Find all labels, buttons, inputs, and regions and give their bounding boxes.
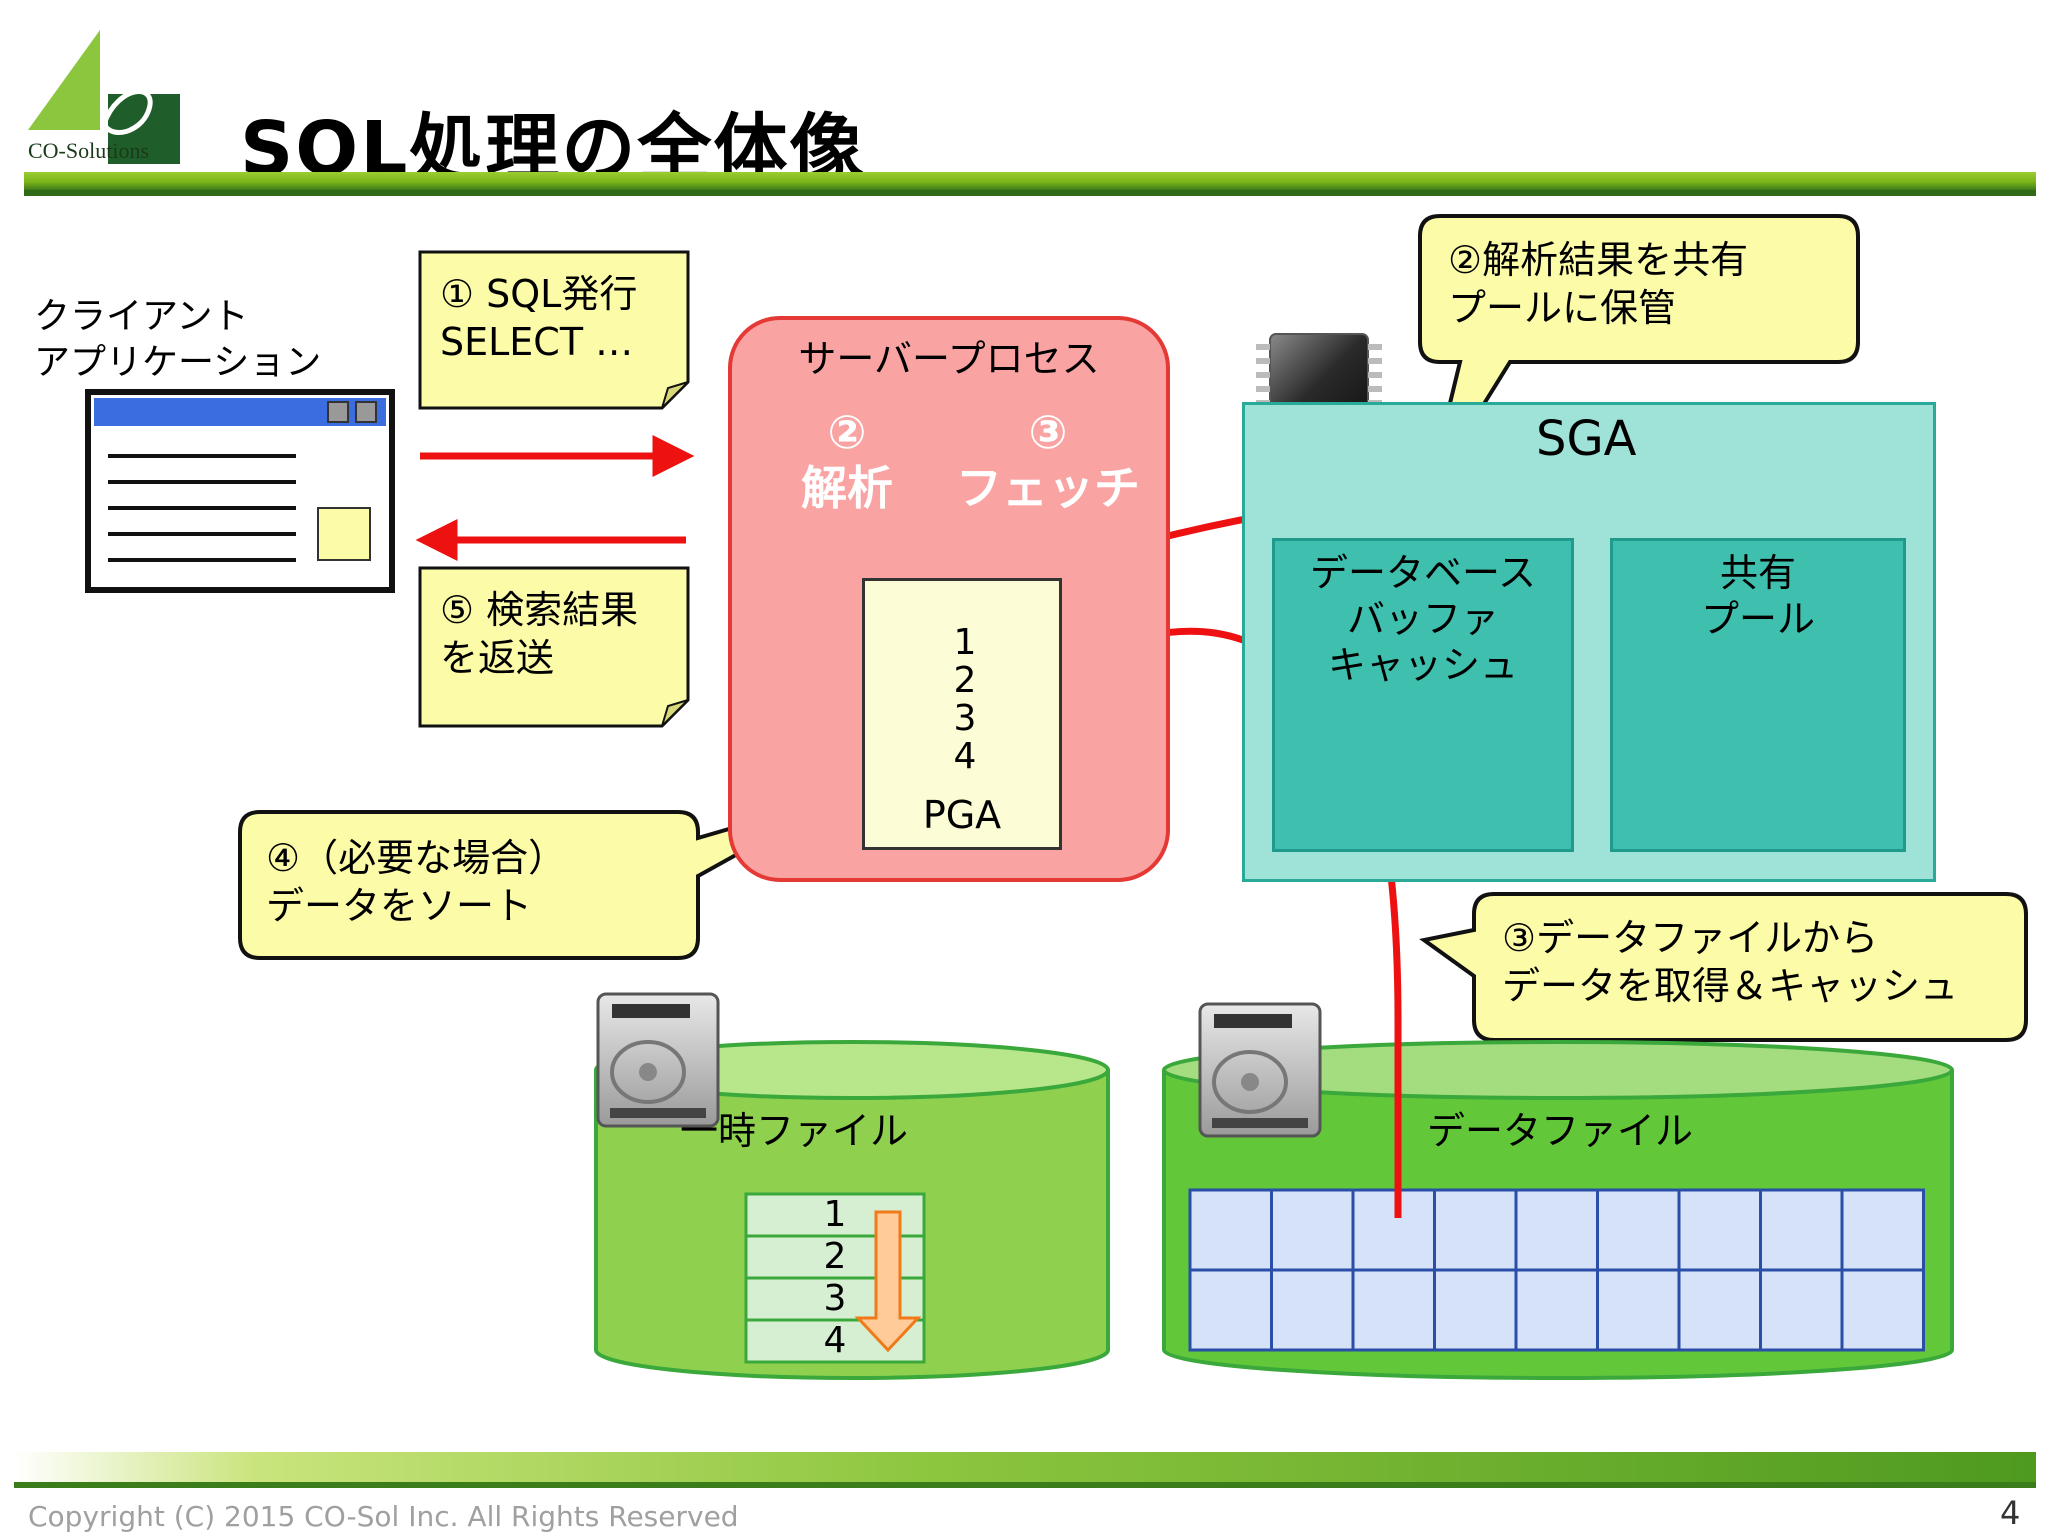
parse-callout-line2: プールに保管 (1448, 286, 1677, 330)
fetch-stage-number: ③ (1028, 405, 1068, 459)
temp-row: 3 (823, 1278, 847, 1319)
pga-row: 4 (953, 736, 977, 777)
data-block (1188, 1268, 1273, 1352)
copyright-text: Copyright (C) 2015 CO-Sol Inc. All Right… (28, 1500, 739, 1533)
shared-pool-label: 共有 プール (1610, 550, 1906, 642)
pga-row: 1 (953, 622, 977, 663)
data-block (1433, 1268, 1518, 1352)
temp-row: 4 (823, 1320, 847, 1361)
data-block (1351, 1268, 1436, 1352)
data-block (1433, 1188, 1518, 1272)
data-block (1270, 1268, 1355, 1352)
sort-callout-text: ④（必要な場合） データをソート (266, 834, 566, 930)
fetch-callout-bubble (1419, 892, 2028, 1042)
data-block (1840, 1188, 1925, 1272)
temp-row-numbers: 1 2 3 4 (790, 1194, 880, 1362)
return-note-line2: を返送 (440, 636, 555, 680)
data-block (1596, 1268, 1681, 1352)
footer-divider-line (14, 1482, 2036, 1488)
temp-row: 1 (823, 1194, 847, 1235)
client-label-line1: クライアント (34, 296, 249, 337)
temp-rows-graphic (744, 1192, 926, 1364)
sga-label: SGA (1536, 411, 1637, 467)
hard-disk-icon (596, 992, 720, 1128)
temp-sort-arrow-icon (854, 1210, 922, 1353)
fetch-stage: ③ フェッチ (948, 404, 1148, 516)
shared-pool-line2: プール (1700, 597, 1815, 641)
sort-callout-bubble (238, 794, 843, 960)
fetch-callout-line2: データを取得＆キャッシュ (1502, 964, 1959, 1008)
data-block (1514, 1188, 1599, 1272)
issue-note-line2: SELECT … (440, 320, 634, 364)
data-block (1188, 1188, 1273, 1272)
header-divider-shadow (24, 190, 2036, 196)
parse-stage-label: 解析 (801, 461, 893, 515)
logo-text: CO-Solutions (28, 138, 150, 163)
pga-label: PGA (922, 793, 1002, 837)
header-divider (24, 172, 2036, 190)
fetch-stage-label: フェッチ (956, 461, 1140, 515)
pga-box (862, 578, 1062, 850)
client-label-line2: アプリケーション (34, 342, 322, 383)
server-process-label: サーバープロセス (798, 337, 1100, 381)
db-buffer-cache-label: データベース バッファ キャッシュ (1272, 550, 1574, 688)
pga-row-numbers: 1 2 3 4 (920, 624, 1010, 776)
parse-stage-number: ② (827, 405, 867, 459)
footer-divider (14, 1452, 2036, 1482)
data-block (1677, 1188, 1762, 1272)
fetch-callout-text: ③データファイルから データを取得＆キャッシュ (1502, 914, 1958, 1010)
parse-stage: ② 解析 (772, 404, 922, 516)
issue-note-line1: ① SQL発行 (440, 272, 638, 316)
sort-callout-line1: ④（必要な場合） (266, 836, 567, 880)
issue-note (418, 250, 690, 410)
temp-file-label: 一時ファイル (679, 1109, 908, 1153)
parse-callout-text: ②解析結果を共有 プールに保管 (1448, 236, 1748, 332)
pga-row: 2 (953, 660, 977, 701)
logo-icon (28, 30, 180, 164)
temp-row: 2 (823, 1236, 847, 1277)
db-buffer-line1: データベース (1309, 551, 1537, 595)
shared-pool-box (1610, 538, 1906, 852)
issue-note-text: ① SQL発行 SELECT … (440, 270, 637, 366)
sort-callout-line2: データをソート (266, 884, 533, 928)
data-file-label: データファイル (1426, 1109, 1693, 1153)
db-buffer-line2: バッファ (1346, 597, 1499, 641)
data-block (1514, 1268, 1599, 1352)
pga-row: 3 (953, 698, 977, 739)
hard-disk-icon (1198, 1002, 1322, 1138)
return-note-line1: ⑤ 検索結果 (440, 588, 639, 632)
data-block (1759, 1268, 1844, 1352)
data-block (1270, 1188, 1355, 1272)
data-block (1677, 1268, 1762, 1352)
shared-pool-line1: 共有 (1719, 551, 1796, 595)
return-note (418, 566, 690, 728)
return-note-text: ⑤ 検索結果 を返送 (440, 586, 638, 682)
db-buffer-line3: キャッシュ (1327, 643, 1518, 687)
data-block (1596, 1188, 1681, 1272)
page-number: 4 (2000, 1494, 2021, 1532)
data-blocks-grid (1188, 1188, 1925, 1352)
parse-callout-line1: ②解析結果を共有 (1448, 238, 1749, 282)
data-block (1840, 1268, 1925, 1352)
db-buffer-cache-box (1272, 538, 1574, 852)
fetch-callout-line1: ③データファイルから (1502, 916, 1879, 960)
client-window-icon (85, 389, 395, 593)
data-block (1351, 1188, 1436, 1272)
data-block (1759, 1188, 1844, 1272)
client-label: クライアント アプリケーション (34, 294, 321, 386)
